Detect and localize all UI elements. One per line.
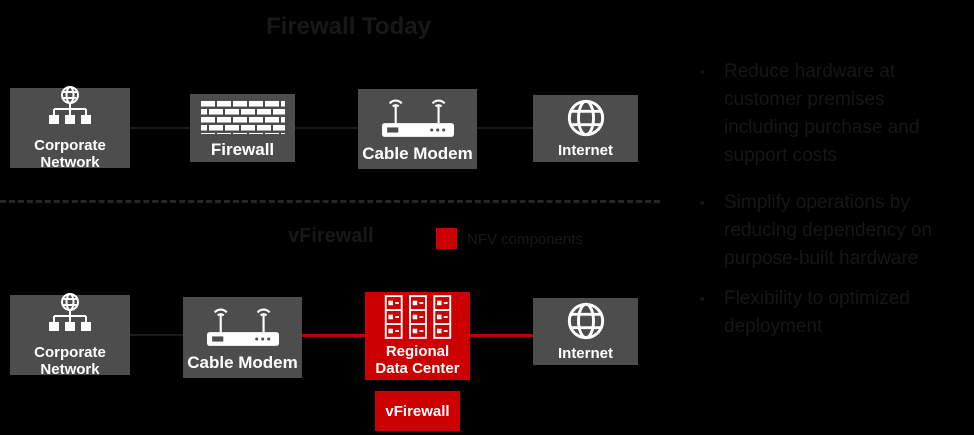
connector-line — [295, 127, 358, 129]
corporate-network-icon — [43, 292, 97, 338]
node-label: Regional Data Center — [375, 342, 460, 377]
node-firewall: Firewall — [190, 94, 295, 162]
node-label: Cable Modem — [187, 352, 298, 372]
node-regional-data-center: Regional Data Center — [365, 292, 470, 380]
bullet-marker: ▪ — [700, 195, 705, 210]
node-internet-bottom: Internet — [533, 298, 638, 365]
benefit-bullet: ▪ Simplify operations by reducing depend… — [700, 189, 965, 273]
connector-line — [130, 334, 183, 336]
bullet-text: Simplify operations by reducing dependen… — [724, 192, 933, 269]
node-label: Firewall — [210, 140, 275, 159]
globe-icon — [566, 301, 606, 341]
vfirewall-label: vFirewall — [385, 402, 450, 420]
node-label: Cable Modem — [362, 144, 473, 164]
connector-line — [130, 127, 190, 129]
globe-icon — [566, 98, 606, 138]
node-label: Corporate Network — [34, 136, 106, 171]
node-corporate-network-bottom: Corporate Network — [10, 292, 130, 378]
corporate-network-icon — [43, 85, 97, 131]
legend-red-swatch — [436, 228, 457, 249]
bullet-text: Reduce hardware at customer premises inc… — [724, 61, 920, 166]
data-center-icon — [378, 294, 458, 339]
legend-label: NFV components — [467, 231, 583, 248]
benefit-bullet: ▪ Reduce hardware at customer premises i… — [700, 58, 965, 170]
connector-line-red — [302, 334, 365, 337]
top-section-title: Firewall Today — [266, 13, 431, 40]
node-label: Internet — [557, 344, 613, 362]
bullet-marker: ▪ — [700, 64, 705, 79]
bullet-text: Flexibility to optimized deployment — [724, 288, 910, 337]
bottom-section-title: vFirewall — [288, 225, 374, 247]
node-cable-modem-top: Cable Modem — [358, 89, 477, 169]
node-label: Internet — [557, 141, 613, 159]
section-divider — [0, 200, 660, 203]
connector-line — [477, 127, 533, 129]
connector-line-red — [470, 334, 533, 337]
node-internet-top: Internet — [533, 95, 638, 162]
vfirewall-box: vFirewall — [375, 391, 460, 431]
firewall-brick-icon — [200, 100, 285, 134]
node-label: Corporate Network — [34, 343, 106, 378]
bullet-marker: ▪ — [700, 291, 705, 306]
cable-modem-icon — [368, 94, 468, 142]
benefit-bullet: ▪ Flexibility to optimized deployment — [700, 285, 965, 341]
node-cable-modem-bottom: Cable Modem — [183, 297, 302, 378]
cable-modem-icon — [193, 303, 293, 351]
node-corporate-network-top: Corporate Network — [10, 85, 130, 171]
